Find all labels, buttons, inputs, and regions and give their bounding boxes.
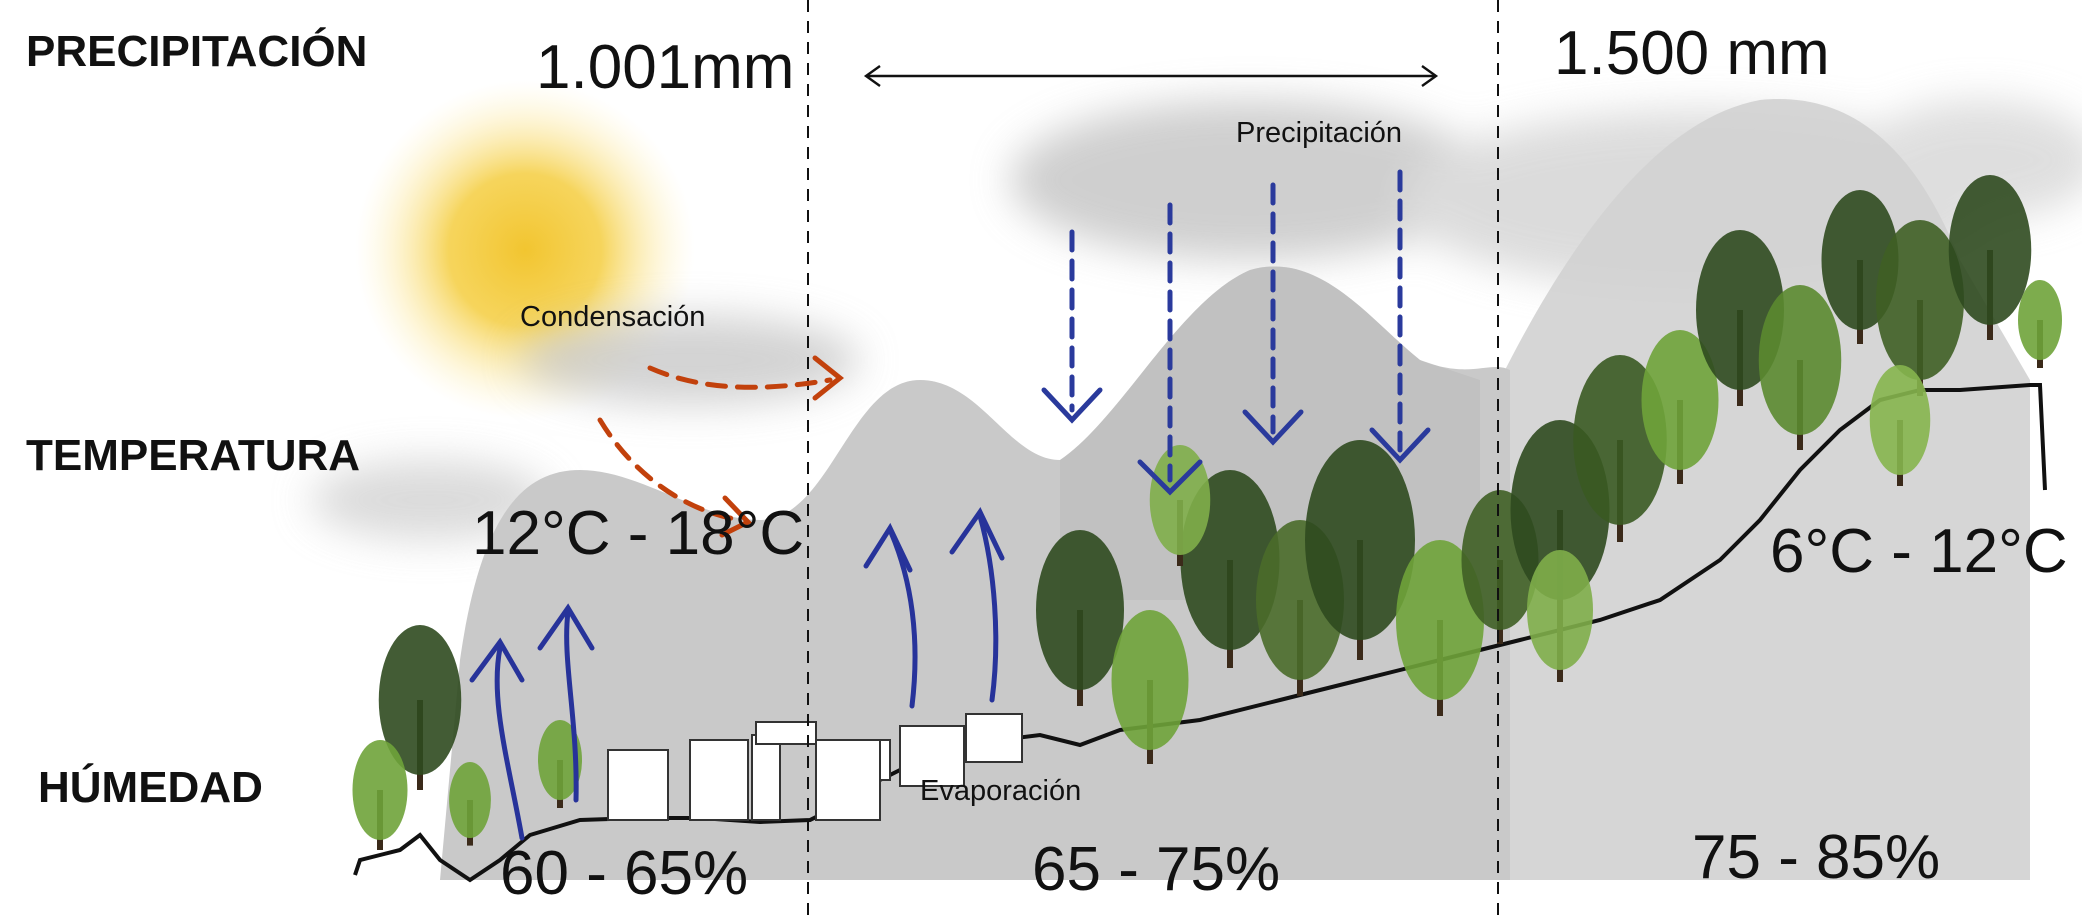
building-icon <box>607 713 1023 821</box>
mountain-range <box>440 99 2030 880</box>
tree-crown <box>1948 175 2032 325</box>
tree-crown <box>1305 440 1415 640</box>
tree-crown <box>1396 540 1484 700</box>
tree-crown <box>449 762 491 838</box>
precipitation-low-value: 1.001mm <box>536 33 794 102</box>
temperature-low-zone: 12°C - 18°C <box>472 499 804 568</box>
tree-crown <box>378 625 462 775</box>
temperature-high-zone: 6°C - 12°C <box>1770 517 2068 586</box>
precipitation-range-arrow <box>863 65 1439 87</box>
tree-crown <box>1641 330 1719 470</box>
row-label-humidity: HÚMEDAD <box>38 762 263 812</box>
precipitation-high-value: 1.500 mm <box>1554 19 1830 88</box>
tree-icon <box>352 175 2062 850</box>
tree-crown <box>1149 445 1211 555</box>
tree-crown <box>1527 550 1593 670</box>
tree-crown <box>1111 610 1189 750</box>
tree-crown <box>1876 220 1964 380</box>
condensation-arrows <box>597 355 845 538</box>
precipitation-process-label: Precipitación <box>1236 117 1402 149</box>
tree-crown <box>1036 530 1124 690</box>
evaporation-label: Evaporación <box>920 775 1081 807</box>
tree-crown <box>538 720 582 800</box>
rain-arrows <box>1041 169 1431 496</box>
row-label-temperature: TEMPERATURA <box>26 431 360 480</box>
humidity-zone-1: 60 - 65% <box>500 839 748 908</box>
row-label-precipitation: PRECIPITACIÓN <box>26 26 367 76</box>
humidity-zone-3: 75 - 85% <box>1692 823 1940 892</box>
tree-crown <box>2018 280 2062 360</box>
humidity-zone-2: 65 - 75% <box>1032 835 1280 904</box>
tree-crown <box>1869 365 1931 475</box>
condensation-label: Condensación <box>520 301 705 333</box>
tree-crown <box>352 740 408 840</box>
tree-crown <box>1758 285 1842 435</box>
evaporation-arrows <box>469 507 1005 841</box>
terrain-profile <box>353 383 2047 883</box>
